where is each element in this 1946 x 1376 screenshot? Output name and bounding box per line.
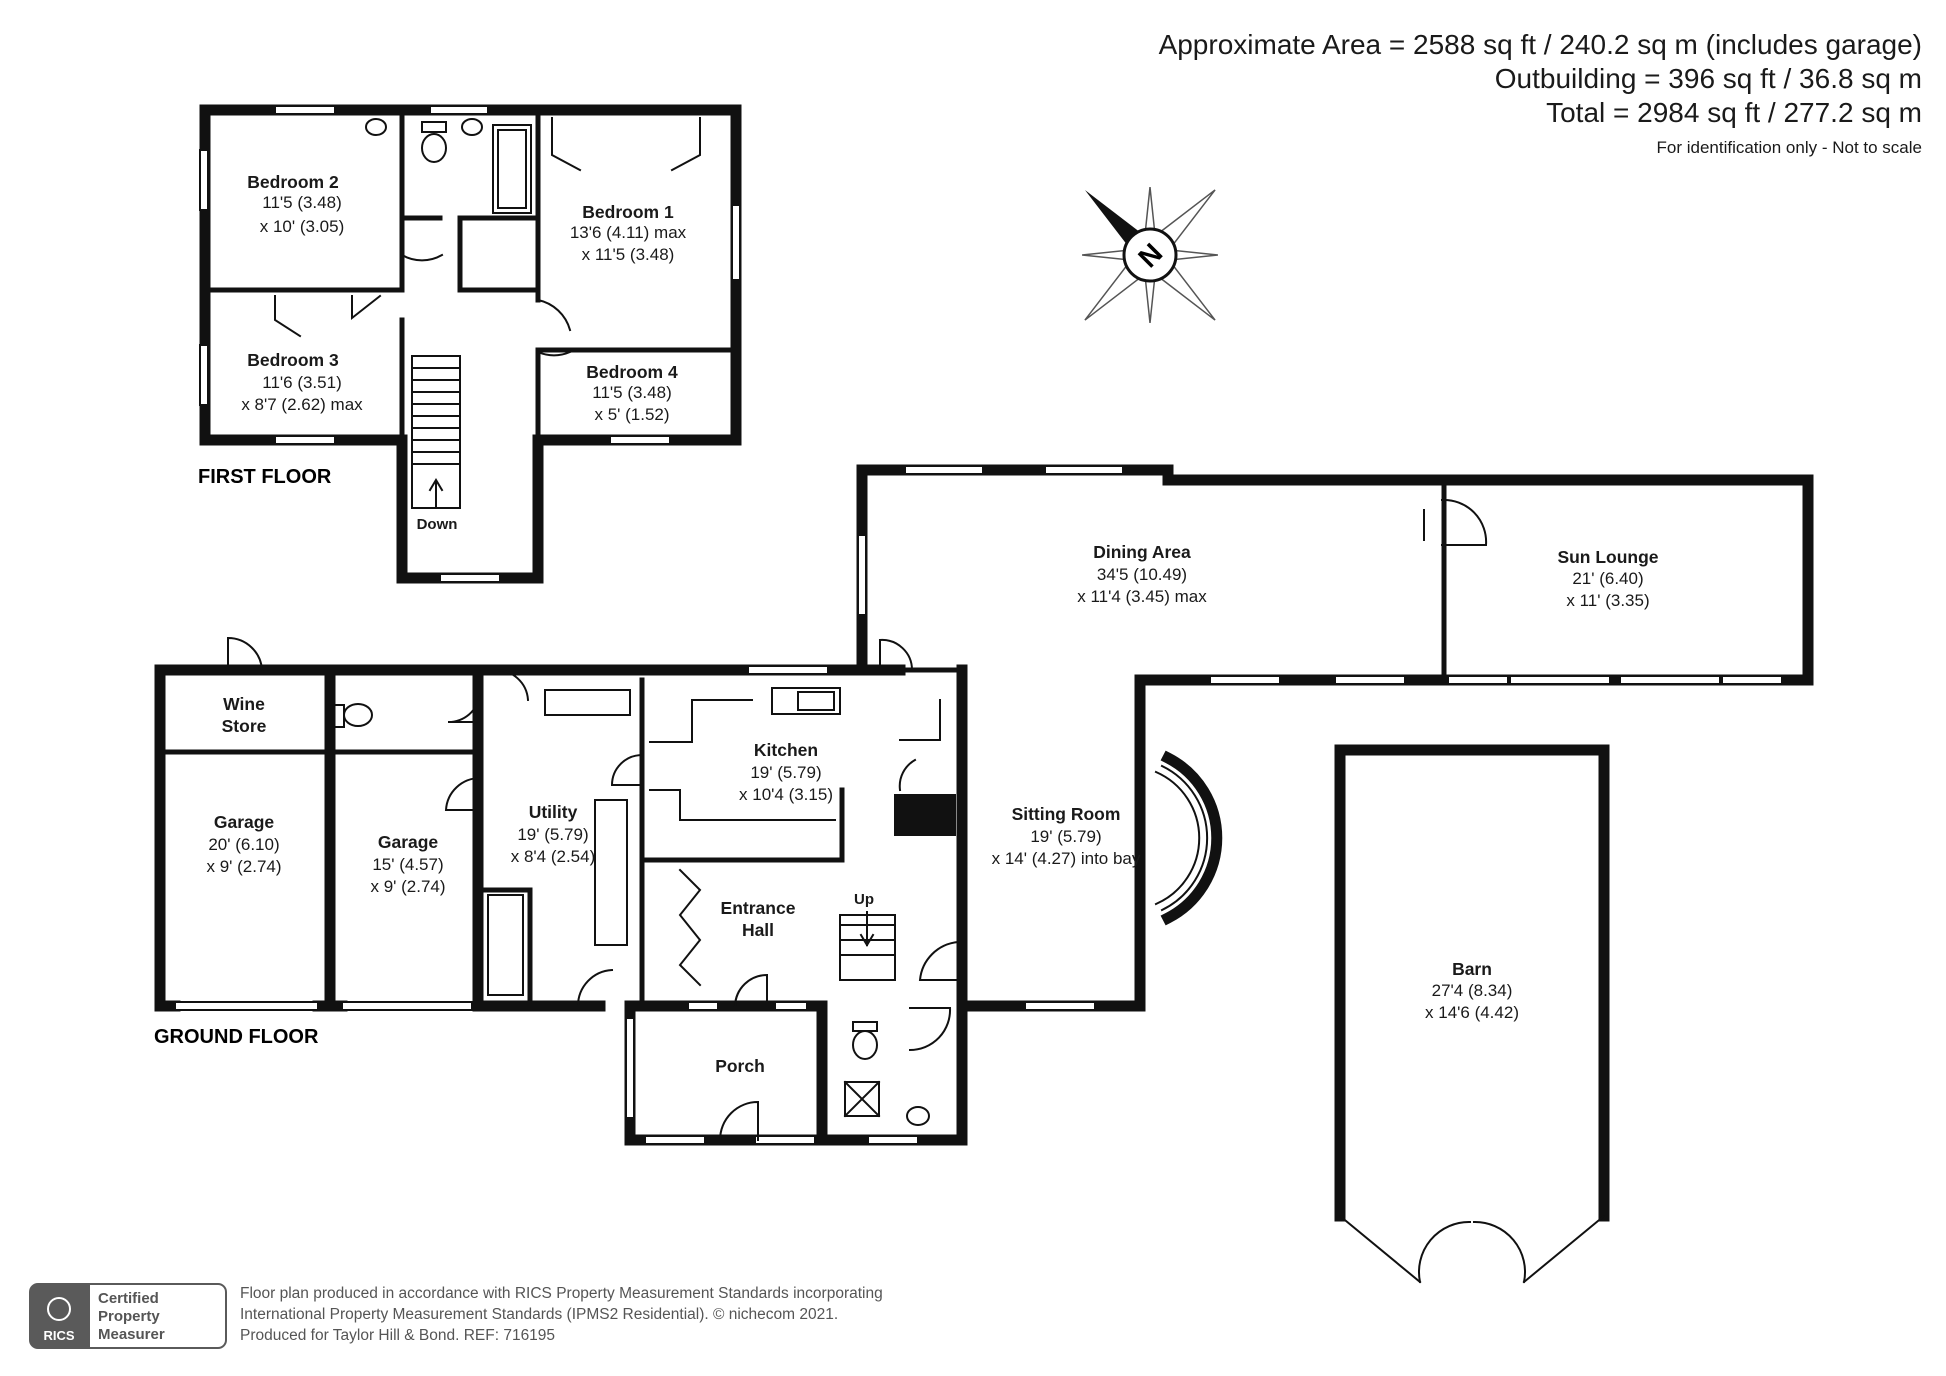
garage2-dim1: 15' (4.57)	[372, 855, 443, 874]
bedroom1-dim1: 13'6 (4.11) max	[570, 223, 687, 242]
bedroom4-dim1: 11'5 (3.48)	[592, 383, 671, 402]
compass-rose	[1082, 187, 1218, 323]
rics-logo-text: RICS	[43, 1328, 74, 1343]
ground-floor-label: GROUND FLOOR	[154, 1026, 319, 1048]
first-floor-fixtures	[274, 117, 701, 509]
garage1-dim1: 20' (6.10)	[208, 835, 279, 854]
dining-dim1: 34'5 (10.49)	[1097, 565, 1187, 584]
utility-dim1: 19' (5.79)	[517, 825, 588, 844]
bedroom2-name: Bedroom 2	[247, 172, 339, 192]
bedroom2-dim2: x 10' (3.05)	[260, 217, 345, 236]
bedroom3-dim1: 11'6 (3.51)	[262, 373, 341, 392]
footer-line1: Floor plan produced in accordance with R…	[240, 1285, 883, 1302]
footer-line2: International Property Measurement Stand…	[240, 1306, 839, 1323]
rics-line2: Property	[98, 1308, 160, 1325]
bedroom3-dim2: x 8'7 (2.62) max	[241, 395, 363, 414]
garage2-name: Garage	[378, 832, 439, 852]
sitting-dim1: 19' (5.79)	[1030, 827, 1101, 846]
sitting-name: Sitting Room	[1012, 804, 1121, 824]
bedroom4-dim2: x 5' (1.52)	[594, 405, 669, 424]
dining-dim2: x 11'4 (3.45) max	[1077, 587, 1207, 606]
kitchen-name: Kitchen	[754, 740, 818, 760]
hall-name2: Hall	[742, 920, 774, 940]
sun-lounge-dim1: 21' (6.40)	[1572, 569, 1643, 588]
stairs-up-label: Up	[854, 891, 874, 908]
bedroom3-name: Bedroom 3	[247, 350, 339, 370]
ground-floor-windows	[174, 465, 1783, 1145]
bedroom1-dim2: x 11'5 (3.48)	[582, 245, 675, 264]
dining-name: Dining Area	[1093, 542, 1191, 562]
rics-logo-icon	[47, 1297, 71, 1321]
wine-store-name1: Wine	[223, 694, 265, 714]
bay-window-inner	[1154, 764, 1209, 912]
first-floor-windows	[199, 105, 741, 583]
barn-dim2: x 14'6 (4.42)	[1425, 1003, 1519, 1022]
stairs-down-label: Down	[417, 516, 458, 533]
rics-line3: Measurer	[98, 1326, 165, 1343]
bay-window	[1160, 750, 1223, 926]
garage1-name: Garage	[214, 812, 275, 832]
sun-lounge-name: Sun Lounge	[1557, 547, 1658, 567]
barn-dim1: 27'4 (8.34)	[1432, 981, 1513, 1000]
utility-dim2: x 8'4 (2.54)	[511, 847, 596, 866]
wine-store-name2: Store	[222, 716, 267, 736]
porch-name: Porch	[715, 1056, 765, 1076]
bedroom1-name: Bedroom 1	[582, 202, 674, 222]
footer-line3: Produced for Taylor Hill & Bond. REF: 71…	[240, 1327, 556, 1344]
bedroom4-name: Bedroom 4	[586, 362, 678, 382]
total-area-text: Total = 2984 sq ft / 277.2 sq m	[1546, 97, 1922, 128]
ground-floor-fixtures	[227, 498, 1606, 1284]
sitting-dim2: x 14' (4.27) into bay	[992, 849, 1141, 868]
first-floor-label: FIRST FLOOR	[198, 466, 332, 488]
first-floor-internal-walls	[202, 107, 739, 443]
barn-name: Barn	[1452, 959, 1492, 979]
disclaimer-text: For identification only - Not to scale	[1656, 138, 1922, 157]
utility-name: Utility	[529, 802, 578, 822]
rics-line1: Certified	[98, 1290, 159, 1307]
outbuilding-area-text: Outbuilding = 396 sq ft / 36.8 sq m	[1494, 63, 1922, 94]
kitchen-dim2: x 10'4 (3.15)	[739, 785, 833, 804]
bedroom2-dim1: 11'5 (3.48)	[262, 193, 341, 212]
sun-lounge-dim2: x 11' (3.35)	[1566, 591, 1649, 610]
footer: Floor plan produced in accordance with R…	[240, 1283, 883, 1346]
kitchen-dim1: 19' (5.79)	[750, 763, 821, 782]
garage1-dim2: x 9' (2.74)	[206, 857, 281, 876]
hall-name1: Entrance	[721, 898, 796, 918]
garage2-dim2: x 9' (2.74)	[370, 877, 445, 896]
approx-area-text: Approximate Area = 2588 sq ft / 240.2 sq…	[1158, 29, 1922, 60]
rics-badge: RICS Certified Property Measurer	[29, 1283, 227, 1349]
